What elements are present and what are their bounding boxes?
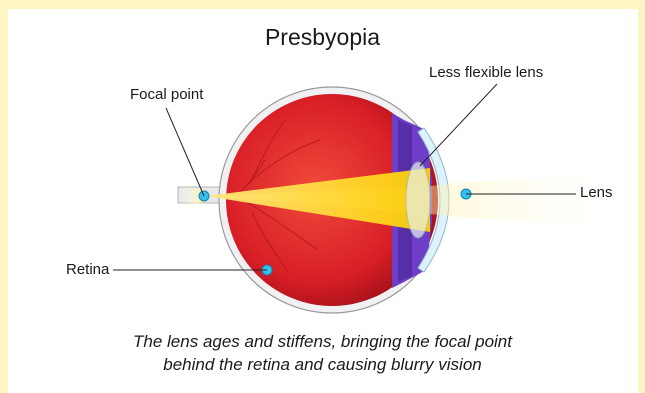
diagram-caption: The lens ages and stiffens, bringing the…: [0, 330, 645, 376]
lens-shape: [406, 162, 430, 238]
caption-line-1: The lens ages and stiffens, bringing the…: [0, 330, 645, 353]
focal-point-leader: [166, 108, 204, 196]
lens-label: Lens: [580, 184, 613, 201]
caption-line-2: behind the retina and causing blurry vis…: [0, 353, 645, 376]
focal-point-label: Focal point: [130, 86, 203, 103]
less-flexible-lens-label: Less flexible lens: [429, 64, 543, 81]
retina-label: Retina: [66, 261, 109, 278]
less-flexible-lens-leader: [420, 84, 497, 166]
